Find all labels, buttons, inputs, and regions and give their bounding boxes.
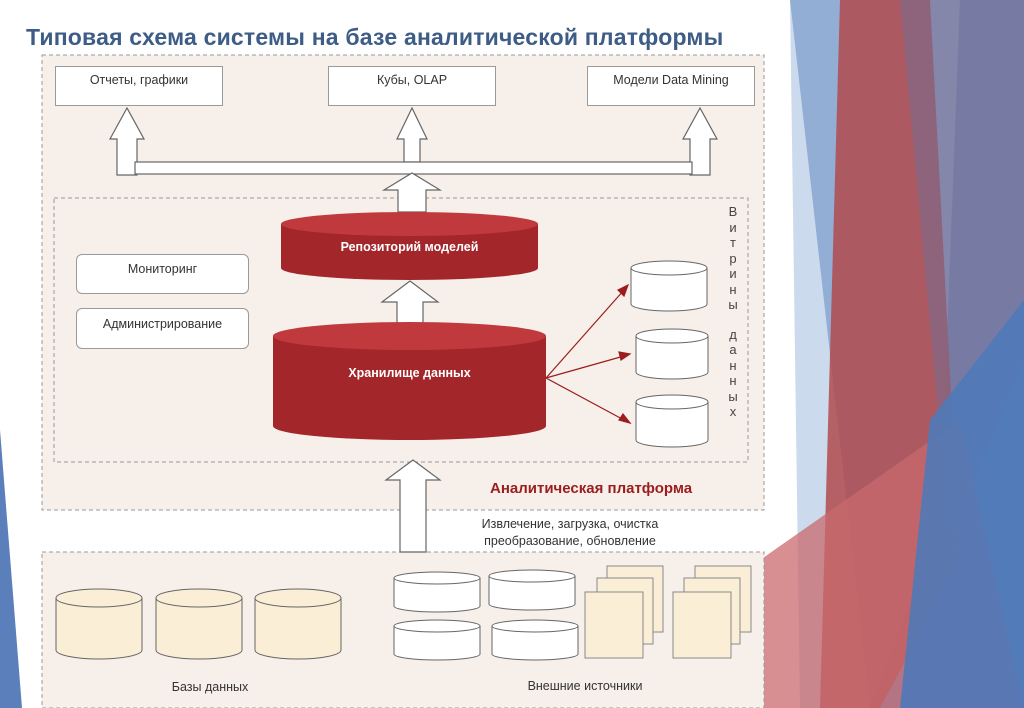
monitoring-box: Мониторинг — [76, 254, 249, 294]
repository-cylinder — [281, 212, 538, 280]
cubes-box: Кубы, OLAP — [328, 66, 496, 106]
vertical-letter: р — [729, 250, 737, 266]
vertical-letter: н — [729, 373, 737, 388]
administration-label: Администрирование — [102, 317, 223, 331]
vertical-letter: н — [729, 281, 737, 297]
monitoring-label: Мониторинг — [127, 262, 198, 276]
vertical-letter: н — [729, 357, 737, 373]
slide-title: Типовая схема системы на базе аналитичес… — [26, 24, 724, 50]
vertical-letter: т — [730, 235, 736, 250]
vertical-letter: ы — [728, 388, 738, 404]
vertical-letter: и — [729, 266, 737, 281]
administration-box: Администрирование — [76, 308, 249, 349]
cubes-label: Кубы, OLAP — [376, 73, 448, 87]
etl-line2: преобразование, обновление — [484, 534, 656, 548]
vertical-letter: д — [729, 326, 737, 342]
etl-line1: Извлечение, загрузка, очистка — [481, 517, 659, 531]
repository-label: Репозиторий моделей — [340, 240, 479, 254]
vertical-letter: В — [728, 204, 738, 219]
vertical-letter: х — [729, 404, 737, 419]
external-sources-label: Внешние источники — [527, 679, 643, 693]
data-mining-box: Модели Data Mining — [587, 66, 755, 106]
reports-label: Отчеты, графики — [89, 73, 189, 87]
reports-box: Отчеты, графики — [55, 66, 223, 106]
vertical-letter: и — [729, 219, 737, 235]
platform-label: Аналитическая платформа — [490, 480, 693, 497]
vertical-letter: ы — [728, 297, 738, 312]
warehouse-cylinder — [273, 322, 546, 440]
vertical-letter: а — [729, 342, 737, 357]
warehouse-label: Хранилище данных — [348, 366, 471, 380]
output-arrows — [108, 106, 719, 553]
data-mining-label: Модели Data Mining — [613, 73, 729, 87]
databases-label: Базы данных — [171, 680, 249, 694]
